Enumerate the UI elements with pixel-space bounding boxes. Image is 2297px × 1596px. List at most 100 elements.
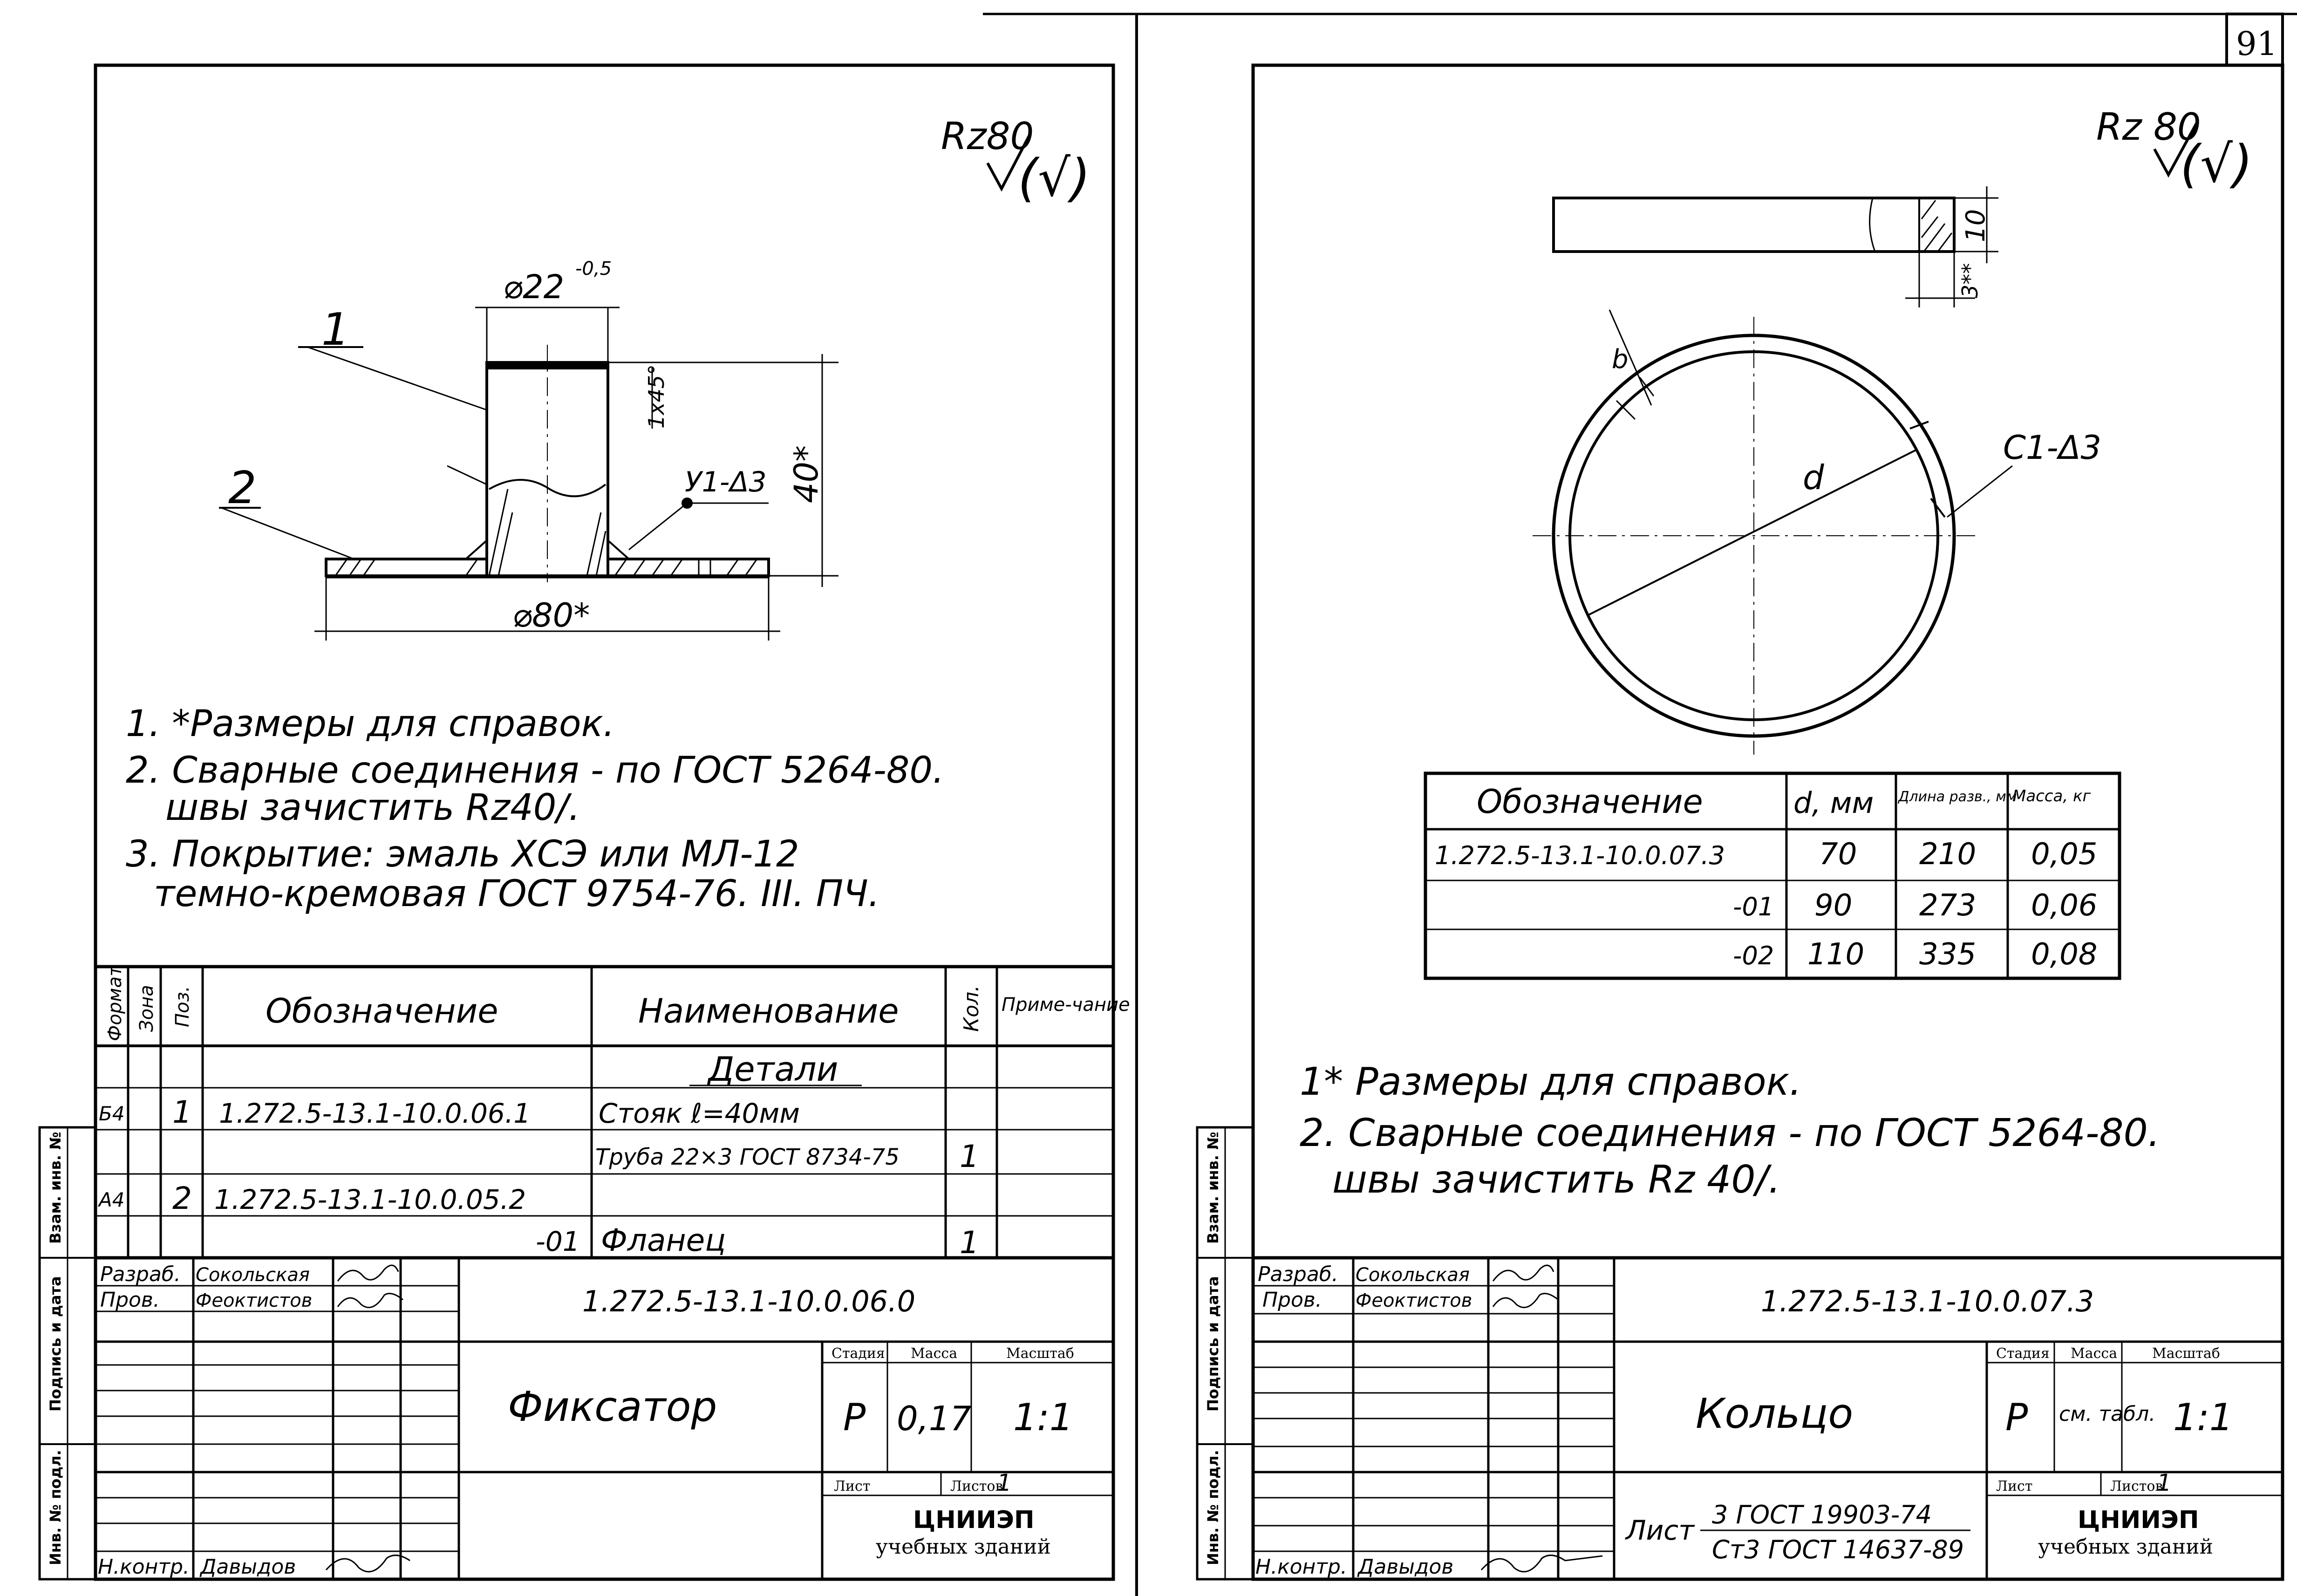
spec-row4-qty: 1: [960, 1225, 979, 1261]
spec-row4-designation: -01: [536, 1226, 580, 1257]
spec-row1-pos: 1: [172, 1094, 192, 1130]
right-stamp-role3: Н.контр.: [1255, 1555, 1347, 1579]
right-title-block: [1253, 1256, 2283, 1579]
right-note-1: 1* Размеры для справок.: [1300, 1060, 1801, 1104]
dim-d22: ⌀22: [503, 268, 564, 306]
right-sheets-label: Листов: [2110, 1478, 2163, 1494]
table-row3-length: 335: [1919, 937, 1976, 972]
right-side-inv: Инв. № подл.: [1204, 1450, 1222, 1565]
right-scale: 1:1: [2173, 1396, 2233, 1439]
right-sheet: Rz 80 (√) 10 3**: [1251, 63, 2284, 1581]
table-header-length: Длина разв., мм: [1897, 789, 2017, 805]
left-sheet-label: Лист: [834, 1478, 870, 1494]
table-row1-mass: 0,05: [2031, 837, 2098, 872]
left-signature-2: [337, 1293, 403, 1309]
left-roughness-mark: (√): [1018, 148, 1091, 208]
right-material-bottom: Ст3 ГОСТ 14637-89: [1712, 1535, 1964, 1564]
right-side-vzam: Взам. инв. №: [1204, 1132, 1222, 1244]
right-signature-1: [1492, 1264, 1554, 1282]
right-mass: см. табл.: [2059, 1402, 2155, 1426]
left-stage-label: Стадия: [832, 1345, 885, 1362]
ring-side-view: [1552, 186, 1998, 307]
table-row2-length: 273: [1919, 888, 1976, 923]
dim-h10: 10: [1961, 209, 1991, 242]
left-signature-1: [337, 1264, 399, 1282]
left-side-inv: Инв. № подл.: [47, 1450, 64, 1565]
right-stamp-role2: Пров.: [1262, 1288, 1322, 1312]
page-number: 91: [2236, 25, 2277, 63]
right-sheet-label: Лист: [1996, 1478, 2032, 1494]
ring-plan-view: [1533, 309, 2013, 755]
dim-weld-left: У1-Δ3: [685, 466, 767, 498]
spec-row1-designation: 1.272.5-13.1-10.0.06.1: [219, 1098, 531, 1129]
spec-header-pos: Поз.: [172, 986, 193, 1027]
left-signature-3: [325, 1555, 410, 1573]
left-stamp-person1: Сокольская: [196, 1264, 310, 1286]
spec-row3-pos: 2: [172, 1180, 192, 1216]
right-signature-2: [1492, 1293, 1559, 1309]
left-stamp-role1: Разраб.: [100, 1262, 181, 1286]
left-org-2: учебных зданий: [876, 1535, 1051, 1559]
right-notes: 1* Размеры для справок. 2. Сварные соеди…: [1300, 1060, 2160, 1202]
left-roughness-value: Rz80: [941, 115, 1034, 158]
spec-row2-name: Труба 22×3 ГОСТ 8734-75: [595, 1144, 900, 1170]
left-stage: Р: [843, 1396, 866, 1439]
dim-d80: ⌀80*: [512, 596, 590, 634]
table-row2-designation: -01: [1733, 892, 1774, 921]
spec-row2-qty: 1: [960, 1139, 979, 1174]
right-doc-number: 1.272.5-13.1-10.0.07.3: [1761, 1284, 2094, 1318]
spec-row1-format: Б4: [99, 1102, 125, 1125]
table-row1-designation: 1.272.5-13.1-10.0.07.3: [1435, 841, 1725, 870]
left-scale: 1:1: [1013, 1396, 1073, 1439]
right-org-2: учебных зданий: [2038, 1535, 2213, 1559]
left-callout-2: 2: [228, 463, 256, 514]
left-side-vzam: Взам. инв. №: [47, 1132, 64, 1244]
dim-t3: 3**: [1957, 263, 1983, 298]
left-title-block: [94, 1256, 1115, 1581]
left-org-1: ЦНИИЭП: [913, 1506, 1034, 1534]
left-sheet: Rz80 (√): [94, 63, 1130, 1581]
left-stamp-person2: Феоктистов: [196, 1290, 312, 1311]
table-header-mass: Масса, кг: [2012, 787, 2092, 805]
table-row1-length: 210: [1919, 837, 1976, 872]
right-stamp-role1: Разраб.: [1258, 1262, 1338, 1286]
left-spec-table: [94, 965, 1115, 1260]
left-note-1: 1. *Размеры для справок.: [126, 703, 615, 745]
table-row3-designation: -02: [1733, 941, 1774, 970]
right-roughness-check: [2153, 123, 2198, 178]
table-row1-d: 70: [1819, 837, 1857, 872]
left-mass-label: Масса: [911, 1345, 957, 1362]
spec-row1-name: Стояк ℓ=40мм: [599, 1098, 800, 1129]
left-callout-1: 1: [321, 304, 349, 355]
right-stage: Р: [2005, 1396, 2028, 1439]
left-stamp-role3: Н.контр.: [98, 1555, 190, 1579]
right-org-1: ЦНИИЭП: [2078, 1506, 2199, 1534]
dim-d22-tol: -0,5: [575, 258, 612, 280]
table-row3-d: 110: [1807, 937, 1864, 972]
left-stamp-role2: Пров.: [100, 1288, 160, 1312]
right-material-top: 3 ГОСТ 19903-74: [1712, 1500, 1932, 1529]
spec-section: Детали: [707, 1050, 838, 1089]
spec-row3-format: А4: [97, 1188, 124, 1211]
left-note-3: швы зачистить Rz40/.: [165, 787, 580, 829]
right-stamp-person1: Сокольская: [1356, 1264, 1470, 1286]
left-note-5: темно-кремовая ГОСТ 9754-76. III. ПЧ.: [154, 873, 880, 915]
spec-header-name: Наименование: [638, 991, 899, 1030]
right-roughness-mark: (√): [2180, 134, 2253, 194]
ring-table: [1424, 771, 2121, 980]
fixator-drawing: [219, 307, 838, 641]
left-sheets-label: Листов: [950, 1478, 1003, 1494]
right-signature-3: [1480, 1555, 1603, 1573]
left-scale-label: Масштаб: [1006, 1345, 1074, 1362]
right-sheets-count: 1: [2157, 1469, 2172, 1496]
left-roughness-check: [986, 134, 1031, 192]
table-row2-d: 90: [1814, 888, 1852, 923]
left-note-4: 3. Покрытие: эмаль ХСЭ или МЛ-12: [126, 833, 799, 875]
table-row3-mass: 0,08: [2031, 937, 2098, 972]
left-notes: 1. *Размеры для справок. 2. Сварные соед…: [126, 703, 944, 915]
spec-row4-name: Фланец: [601, 1222, 726, 1258]
table-header-d: d, мм: [1793, 786, 1874, 820]
right-note-3: швы зачистить Rz 40/.: [1332, 1158, 1780, 1202]
left-side-stamp: [38, 1126, 97, 1581]
